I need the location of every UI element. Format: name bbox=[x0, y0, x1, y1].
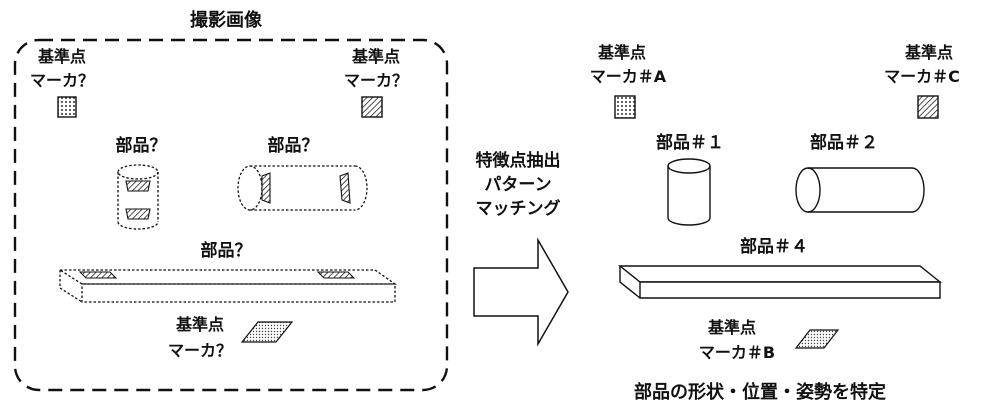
marker-c-square bbox=[917, 95, 939, 119]
identified-result-panel: 基準点 マーカ＃A 基準点 マーカ＃C 部品＃１ 部品＃２ bbox=[590, 43, 960, 403]
process-arrow bbox=[473, 237, 569, 347]
marker-top-left-label-2: マーカ？ bbox=[30, 71, 94, 90]
marker-bottom: 基準点 マーカ？ bbox=[168, 315, 294, 360]
result-caption: 部品の形状・位置・姿勢を特定 bbox=[634, 381, 886, 403]
marker-b: 基準点 マーカ＃B bbox=[699, 318, 840, 362]
part-unknown-plate-label: 部品？ bbox=[201, 240, 252, 261]
marker-a: 基準点 マーカ＃A bbox=[590, 43, 667, 119]
marker-b-shape bbox=[794, 329, 840, 349]
part-unknown-vertical-cylinder: 部品？ bbox=[116, 135, 167, 230]
marker-b-label-2: マーカ＃B bbox=[699, 343, 775, 362]
part-4-label: 部品＃４ bbox=[740, 236, 808, 257]
part-1-cylinder: 部品＃１ bbox=[656, 132, 724, 226]
part-unknown-horizontal-label: 部品？ bbox=[268, 135, 319, 156]
process-label-line-2: パターン bbox=[484, 175, 551, 195]
marker-bottom-label-1: 基準点 bbox=[175, 315, 224, 334]
process-step: 特徴点抽出 パターン マッチング bbox=[473, 150, 569, 347]
captured-image-panel: 撮影画像 基準点 マーカ？ 基準点 マーカ？ 部品？ 部品？ bbox=[13, 9, 449, 392]
part-unknown-plate: 部品？ bbox=[57, 240, 398, 303]
marker-top-right-label-2: マーカ？ bbox=[344, 71, 408, 90]
part-2-label: 部品＃２ bbox=[810, 132, 878, 153]
marker-top-left-label-1: 基準点 bbox=[37, 47, 86, 66]
process-label-line-1: 特徴点抽出 bbox=[476, 150, 561, 171]
process-label-line-3: マッチング bbox=[476, 198, 561, 219]
part-4-plate: 部品＃４ bbox=[618, 236, 942, 299]
marker-c: 基準点 マーカ＃C bbox=[884, 43, 960, 119]
marker-top-right: 基準点 マーカ？ bbox=[344, 47, 408, 118]
marker-a-label-2: マーカ＃A bbox=[590, 67, 667, 86]
marker-a-square bbox=[614, 95, 636, 119]
captured-image-frame bbox=[13, 38, 449, 392]
marker-top-left: 基準点 マーカ？ bbox=[30, 47, 94, 118]
marker-top-right-square bbox=[361, 96, 383, 118]
marker-c-label-1: 基準点 bbox=[904, 43, 953, 62]
part-unknown-horizontal-cylinder: 部品？ bbox=[237, 135, 368, 211]
marker-b-label-1: 基準点 bbox=[707, 318, 756, 337]
marker-a-label-1: 基準点 bbox=[597, 43, 646, 62]
marker-bottom-shape bbox=[240, 321, 294, 343]
marker-bottom-label-2: マーカ？ bbox=[168, 341, 232, 360]
captured-image-title: 撮影画像 bbox=[190, 9, 263, 31]
part-1-label: 部品＃１ bbox=[656, 132, 724, 153]
marker-top-right-label-1: 基準点 bbox=[351, 47, 400, 66]
part-unknown-vertical-label: 部品？ bbox=[116, 135, 167, 156]
marker-c-label-2: マーカ＃C bbox=[884, 67, 960, 86]
marker-top-left-square bbox=[57, 96, 77, 118]
part-2-cylinder: 部品＃２ bbox=[795, 132, 925, 213]
